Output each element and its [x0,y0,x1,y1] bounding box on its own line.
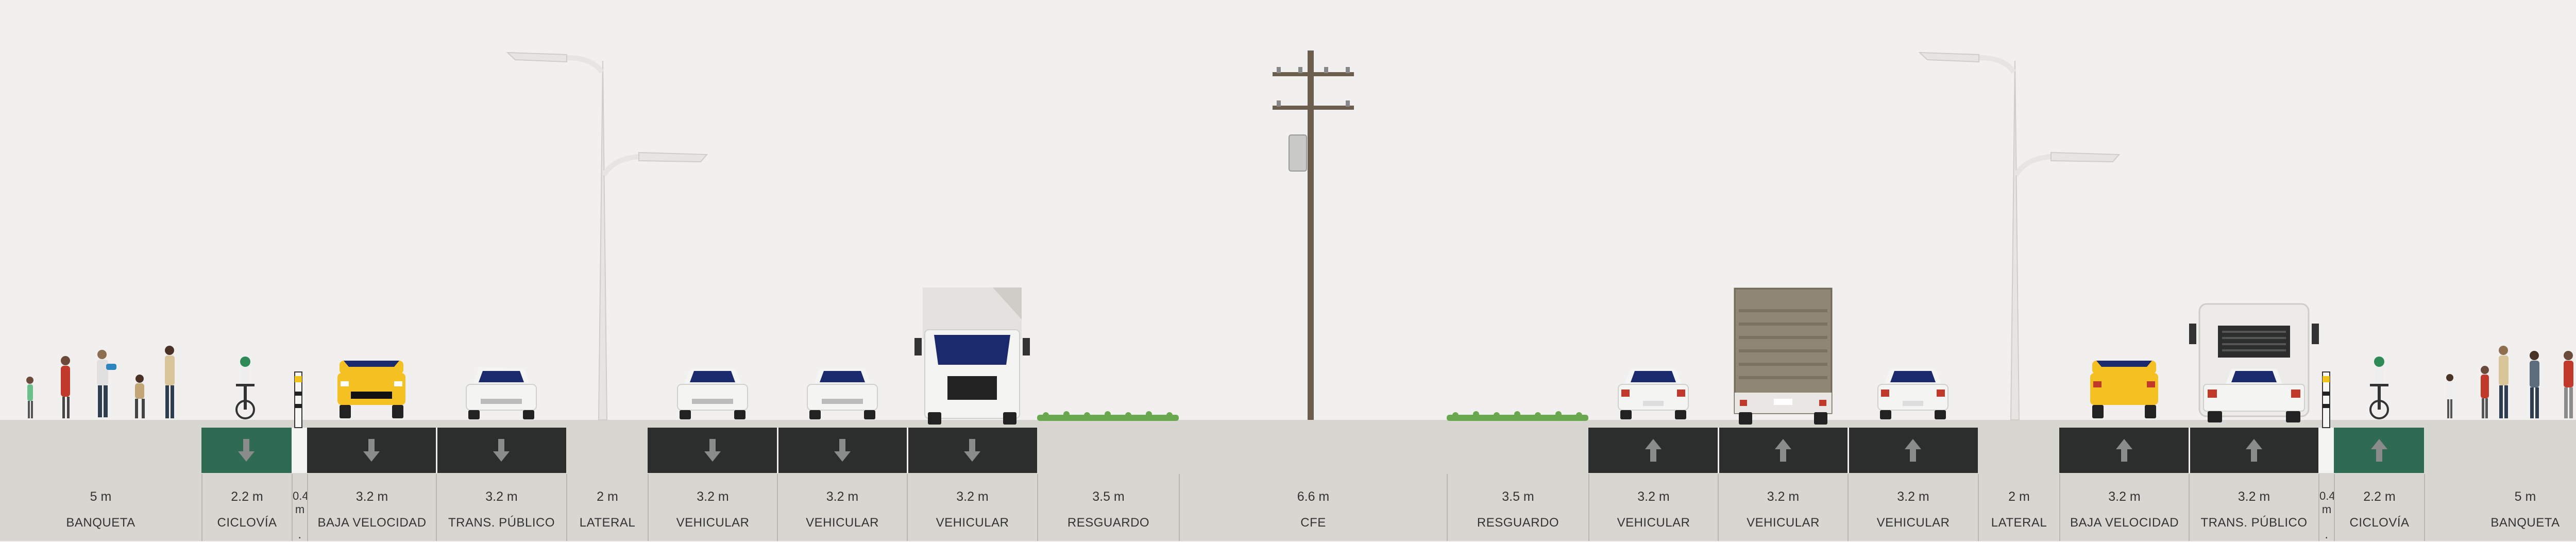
segment-width: 3.2 m [1897,489,1929,504]
segment-width: 3.2 m [956,489,989,504]
segment-width: 3.2 m [1637,489,1670,504]
segment-12: 3.5 m RESGUARDO [1447,474,1588,541]
segment-width: 0.4 m [293,489,309,516]
segment-name: RESGUARDO [1477,516,1560,530]
segment-19: 0.4 m. [2318,474,2335,541]
grass-strip-left [1037,411,1179,421]
segment-name: CFE [1300,516,1326,530]
car-vehicular-4 [1877,369,1948,419]
segment-9: 3.2 m VEHICULAR [907,474,1037,541]
taxi-left [337,361,405,418]
street-lamp-left [506,52,708,420]
segment-width: 3.2 m [697,489,729,504]
lane-arrows-down [238,439,980,462]
segment-width: 3.2 m [355,489,388,504]
segment-labels: 5 m BANQUETA 2.2 m CICLOVÍA 0.4 m. 3.2 m BAJA … [0,474,2576,541]
segment-20: 2.2 m CICLOVÍA [2334,474,2424,541]
car-transit-left [466,367,537,419]
segment-width: 3.2 m [826,489,859,504]
utility-pole [1273,50,1354,420]
segment-7: 3.2 m VEHICULAR [648,474,777,541]
segment-width: 3.5 m [1502,489,1534,504]
label-row-background [0,473,2576,541]
segment-name: CICLOVÍA [2349,516,2410,530]
segment-13: 3.2 m VEHICULAR [1588,474,1718,541]
segment-1: 5 m BANQUETA [0,474,201,541]
segment-width: 5 m [90,489,112,504]
segment-10: 3.5 m RESGUARDO [1037,474,1179,541]
segment-width: 3.2 m [1767,489,1800,504]
segment-width: 3.2 m [485,489,518,504]
buffer-right [2318,428,2334,473]
car-vehicular-3 [1618,369,1689,419]
segment-name: VEHICULAR [1617,516,1690,530]
segment-name: LATERAL [579,516,636,530]
segment-8: 3.2 m VEHICULAR [777,474,907,541]
segment-width: 5 m [2514,489,2536,504]
cyclist-left [235,357,255,419]
segment-21: 5 m BANQUETA [2424,474,2576,541]
segment-6: 2 m LATERAL [566,474,648,541]
segment-width: 2 m [597,489,618,504]
segment-name: BAJA VELOCIDAD [317,516,427,530]
segment-name: BANQUETA [2490,516,2560,530]
lane-arrows-up [1645,439,2387,462]
segment-16: 2 m LATERAL [1978,474,2059,541]
segment-name: VEHICULAR [806,516,879,530]
lane-stripes [436,428,2190,473]
truck-vehicular-right [1734,287,1833,425]
segment-width: 0.4 m [2319,489,2335,516]
segment-width: 3.2 m [2238,489,2270,504]
pedestrians-left [26,346,175,418]
segment-name: RESGUARDO [1067,516,1150,530]
segment-name: VEHICULAR [1876,516,1950,530]
bus-transit-right [2189,303,2319,422]
grass-strip-right [1447,411,1588,421]
bollard-left [294,371,302,428]
segment-name: BAJA VELOCIDAD [2070,516,2179,530]
segment-width: 2.2 m [231,489,263,504]
segment-4: 3.2 m BAJA VELOCIDAD [307,474,436,541]
cyclist-right [2369,357,2389,419]
segment-width: 6.6 m [1297,489,1330,504]
segment-14: 3.2 m VEHICULAR [1718,474,1848,541]
segment-11: 6.6 m CFE [1179,474,1447,541]
segment-width: 2.2 m [2363,489,2396,504]
segment-name: CICLOVÍA [217,516,277,530]
segment-5: 3.2 m TRANS. PÚBLICO [436,474,566,541]
segment-2: 2.2 m CICLOVÍA [201,474,292,541]
car-vehicular-2 [807,369,878,419]
segment-15: 3.2 m VEHICULAR [1848,474,1978,541]
truck-vehicular-left [914,287,1030,425]
segment-width: 3.5 m [1092,489,1125,504]
segment-name: BANQUETA [66,516,135,530]
segment-name: VEHICULAR [936,516,1009,530]
taxi-right [2090,361,2158,418]
segment-name: TRANS. PÚBLICO [448,516,555,530]
segment-name: LATERAL [1991,516,2047,530]
street-lamp-right [1918,52,2121,420]
segment-name: . [2325,528,2329,541]
segment-18: 3.2 m TRANS. PÚBLICO [2189,474,2318,541]
segment-name: . [298,528,302,541]
segment-17: 3.2 m BAJA VELOCIDAD [2059,474,2189,541]
segment-name: TRANS. PÚBLICO [2200,516,2308,530]
segment-width: 3.2 m [2108,489,2141,504]
segment-3: 0.4 m. [292,474,309,541]
segment-width: 2 m [2008,489,2030,504]
buffer-left [292,428,307,473]
car-vehicular-1 [677,369,748,419]
pedestrians-right [2446,346,2573,418]
segment-name: VEHICULAR [676,516,750,530]
segment-name: VEHICULAR [1747,516,1820,530]
bollard-right [2322,371,2330,428]
